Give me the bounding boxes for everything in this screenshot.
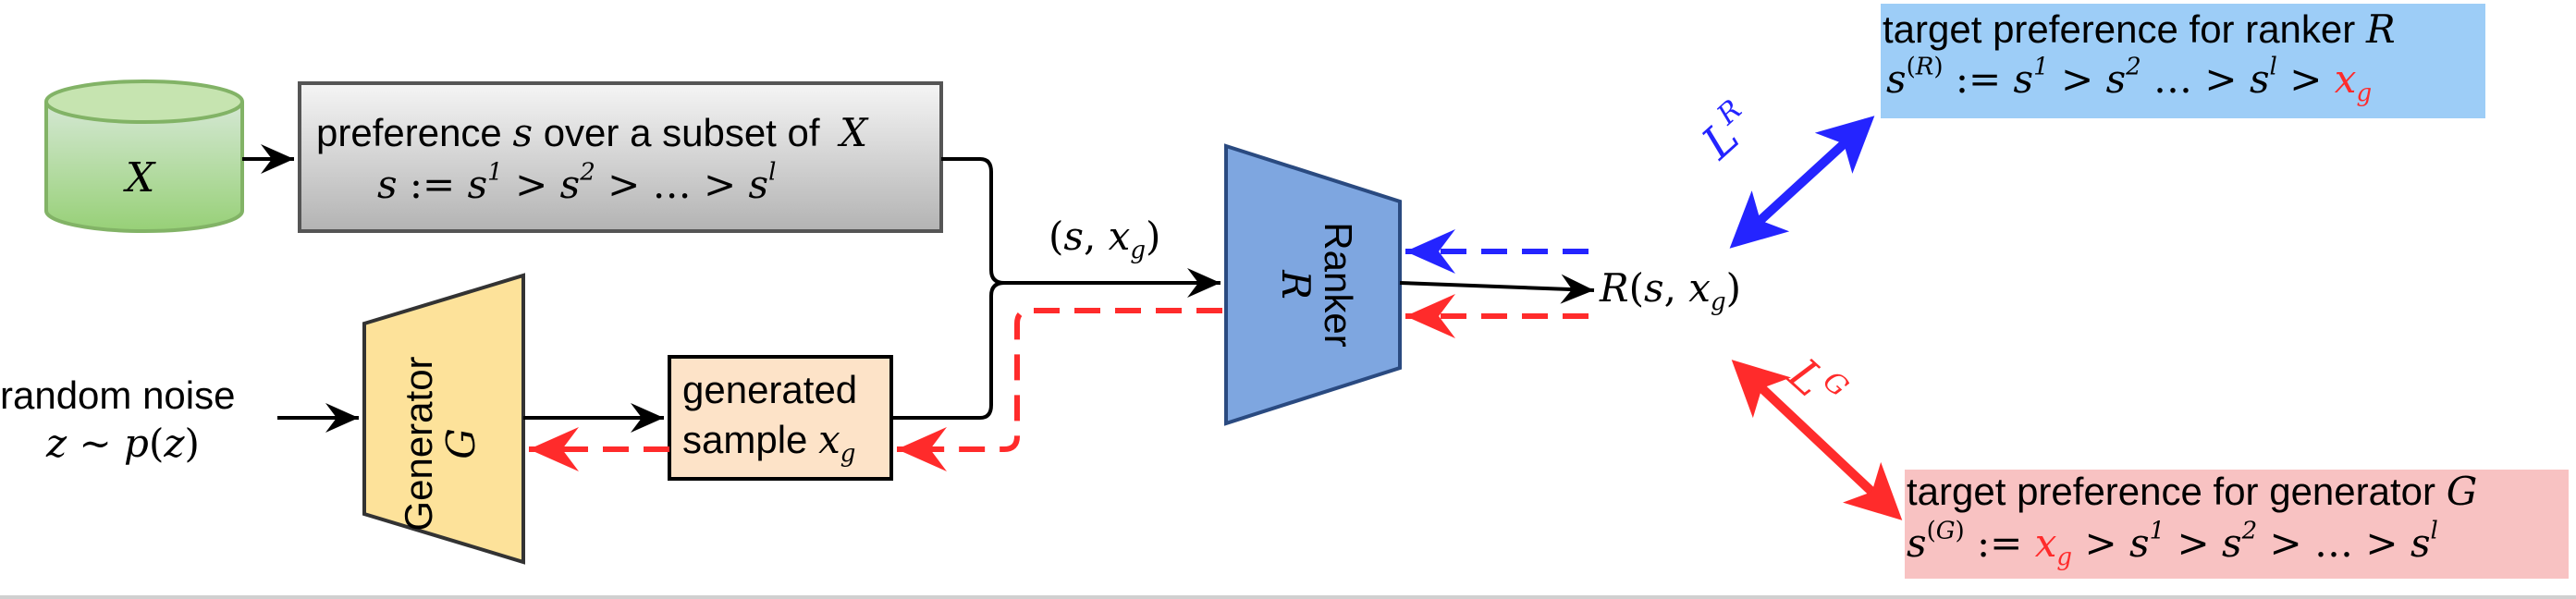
ranker-output: R(s, xg): [1600, 265, 1742, 317]
target-G-title: target preference for generator G: [1907, 469, 2478, 514]
loss-R-arrow: [1729, 116, 1875, 249]
arrow-ranker-to-output: [1399, 274, 1595, 304]
database-cylinder: [44, 79, 244, 233]
ranker-block: [1224, 143, 1402, 426]
generator-label: Generator G: [397, 305, 490, 582]
sample-box: [668, 355, 893, 481]
preference-line1: preference s over a subset of X: [316, 110, 868, 155]
generator-block: [362, 273, 525, 565]
target-G-title-var: G: [2446, 469, 2478, 514]
target-R-formula: s(R) := s1 > s2 … > sl > xg: [1886, 53, 2373, 108]
arrow-sample-to-ranker: [891, 281, 1005, 420]
preference-line2: s := s1 > s2 > … > sl: [377, 158, 777, 207]
noise-formula: z ∼ p(z): [46, 421, 200, 466]
target-R-title-var: R: [2365, 6, 2396, 52]
preference-text-b: over a subset of: [533, 111, 831, 154]
target-G-formula: s(G) := xg > s1 > s2 > … > sl: [1907, 517, 2438, 572]
ranker-symbol: R: [1273, 270, 1319, 300]
target-R-title-text: target preference for ranker: [1883, 7, 2366, 51]
target-G-box: [1905, 470, 2569, 579]
database-label: X: [126, 154, 155, 202]
target-R-box: [1881, 4, 2485, 118]
generator-symbol: G: [438, 428, 484, 459]
ranker-label: Ranker R: [1267, 146, 1360, 423]
noise-label: random noise: [0, 373, 236, 417]
ranker-text: Ranker: [1317, 222, 1360, 348]
sample-line2: sample xg: [682, 417, 856, 469]
red-gradient-arrow-path: [897, 308, 1222, 471]
preference-var: s: [512, 110, 534, 155]
sample-var: xg: [818, 417, 856, 469]
generator-text: Generator: [397, 356, 440, 532]
preference-box: [298, 81, 943, 233]
sample-text: sample: [682, 418, 819, 461]
preference-set: X: [840, 110, 868, 155]
target-R-title: target preference for ranker R: [1883, 6, 2396, 52]
target-G-title-text: target preference for generator: [1907, 470, 2447, 513]
preference-text-a: preference: [316, 111, 513, 154]
edge-label: (s, xg): [1049, 214, 1161, 265]
loss-G-arrow: [1731, 360, 1903, 520]
sample-line1: generated: [682, 368, 858, 411]
